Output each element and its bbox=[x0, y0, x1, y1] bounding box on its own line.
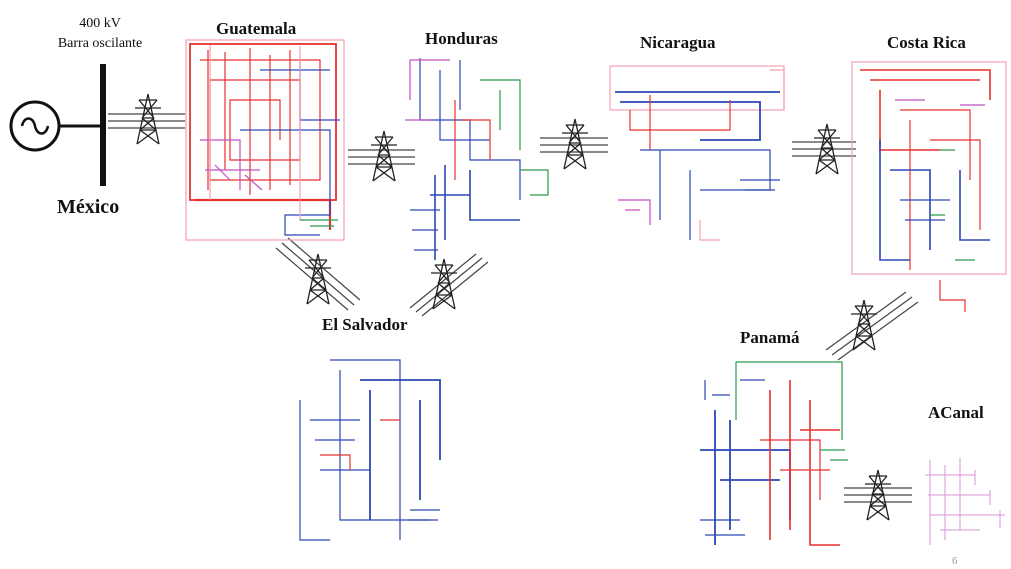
panama-network: Panamá bbox=[700, 328, 848, 545]
transmission-tower-icon bbox=[135, 94, 161, 144]
region-label-nicaragua: Nicaragua bbox=[640, 33, 716, 52]
interconnection-guatemala-elsalvador bbox=[276, 238, 360, 310]
transmission-tower-icon bbox=[305, 254, 331, 304]
region-label-costa-rica: Costa Rica bbox=[887, 33, 966, 52]
region-label-el-salvador: El Salvador bbox=[322, 315, 408, 334]
costarica-network: Costa Rica bbox=[852, 33, 1006, 312]
transmission-tower-icon bbox=[562, 119, 588, 169]
interconnection-honduras-elsalvador bbox=[410, 254, 488, 316]
interconnection-panama-acanal bbox=[844, 470, 912, 520]
ac-generator-icon bbox=[11, 102, 59, 150]
interconnection-honduras-nicaragua bbox=[540, 119, 608, 169]
interconnection-costarica-panama bbox=[826, 292, 918, 360]
bus-name-label: Barra oscilante bbox=[58, 36, 142, 51]
busbar bbox=[100, 64, 106, 186]
elsalvador-network: El Salvador bbox=[300, 315, 440, 540]
interconnection-guatemala-honduras bbox=[348, 131, 415, 181]
mexico-slack-bus: 400 kV Barra oscilante México bbox=[11, 16, 142, 218]
transmission-tower-icon bbox=[371, 131, 397, 181]
interconnection-nicaragua-costarica bbox=[792, 124, 856, 174]
acanal-network: ACanal bbox=[925, 403, 1005, 545]
guatemala-network: Guatemala bbox=[186, 19, 344, 240]
region-label-guatemala: Guatemala bbox=[216, 19, 297, 38]
honduras-network: Honduras bbox=[405, 29, 548, 260]
nicaragua-network: Nicaragua bbox=[610, 33, 784, 240]
country-label-mexico: México bbox=[57, 196, 119, 218]
page-number: 6 bbox=[952, 555, 958, 567]
region-label-panama: Panamá bbox=[740, 328, 800, 347]
region-label-honduras: Honduras bbox=[425, 29, 498, 48]
region-label-acanal: ACanal bbox=[928, 403, 984, 422]
bus-voltage-label: 400 kV bbox=[79, 16, 121, 31]
interconnection-mexico-guatemala bbox=[108, 94, 185, 144]
transmission-tower-icon bbox=[431, 259, 457, 309]
